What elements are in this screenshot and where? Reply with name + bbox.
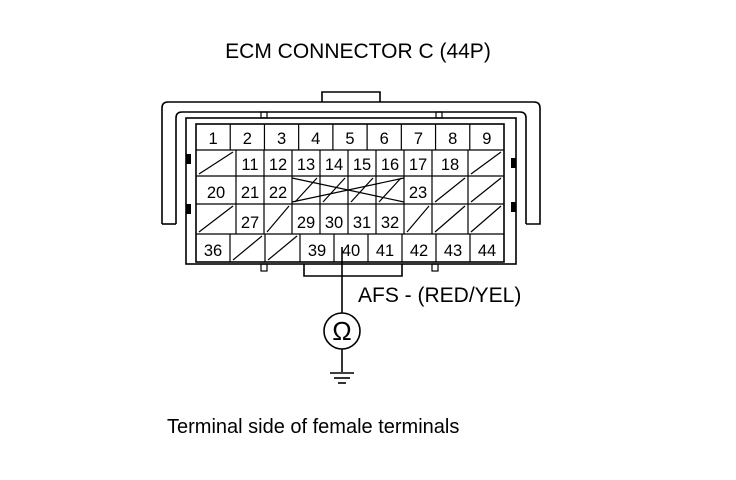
terminal-14: 14 [325, 156, 343, 174]
unused-cavity [434, 205, 466, 233]
caption: Terminal side of female terminals [167, 416, 459, 438]
unused-cavity [350, 177, 374, 203]
terminal-5: 5 [345, 130, 354, 148]
terminal-42: 42 [410, 242, 428, 260]
terminal-12: 12 [269, 156, 287, 174]
terminal-29: 29 [297, 214, 315, 232]
terminal-31: 31 [353, 214, 371, 232]
terminal-16: 16 [381, 156, 399, 174]
terminal-15: 15 [353, 156, 371, 174]
unused-cavity [266, 205, 290, 233]
terminal-41: 41 [376, 242, 394, 260]
ohmmeter-circuit: Ω [323, 247, 361, 384]
terminal-23: 23 [409, 184, 427, 202]
terminal-3: 3 [277, 130, 286, 148]
terminal-9: 9 [482, 130, 491, 148]
unused-cavity [406, 205, 430, 233]
terminal-7: 7 [414, 130, 423, 148]
unused-cavity [198, 151, 234, 175]
terminal-11: 11 [241, 156, 258, 174]
unused-cavity [267, 235, 298, 261]
terminal-1: 1 [209, 130, 218, 148]
terminal-22: 22 [269, 184, 287, 202]
terminal-30: 30 [325, 214, 343, 232]
probe-label: AFS - (RED/YEL) [358, 284, 521, 307]
terminal-36: 36 [204, 242, 222, 260]
ground-icon [330, 372, 354, 384]
ohm-symbol: Ω [332, 316, 351, 346]
terminal-17: 17 [409, 156, 427, 174]
terminal-21: 21 [241, 184, 259, 202]
unused-cavity [232, 235, 263, 261]
terminal-39: 39 [308, 242, 326, 260]
terminal-40: 40 [342, 242, 360, 260]
terminal-43: 43 [444, 242, 462, 260]
unused-cavity [470, 205, 502, 233]
terminal-6: 6 [380, 130, 389, 148]
unused-cavity [470, 151, 502, 175]
terminal-8: 8 [448, 130, 457, 148]
terminal-4: 4 [311, 130, 320, 148]
diagram-title: ECM CONNECTOR C (44P) [225, 40, 491, 63]
unused-cavity [198, 205, 234, 233]
terminal-20: 20 [207, 184, 225, 202]
blank-area-cross [291, 177, 405, 203]
terminal-13: 13 [297, 156, 315, 174]
unused-cavity [322, 177, 346, 203]
terminal-44: 44 [478, 242, 496, 260]
terminal-27: 27 [241, 214, 259, 232]
terminal-2: 2 [243, 130, 252, 148]
unused-cavity [434, 177, 466, 203]
connector-housing [161, 91, 541, 277]
unused-cavity [470, 177, 502, 203]
terminal-32: 32 [381, 214, 399, 232]
terminal-18: 18 [441, 156, 459, 174]
